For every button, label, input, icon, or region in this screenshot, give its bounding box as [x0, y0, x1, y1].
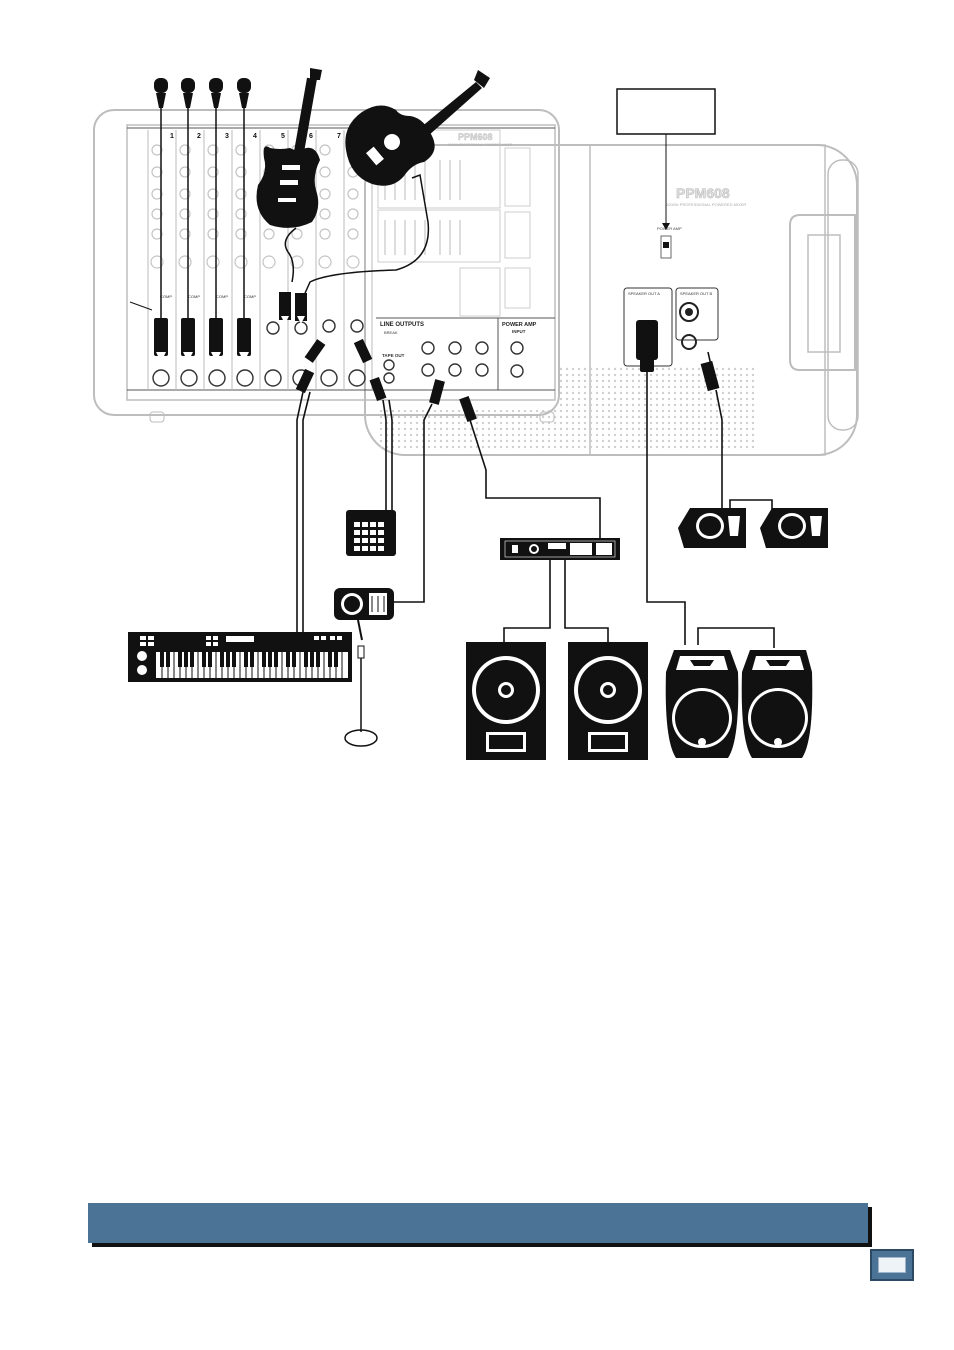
microphone-icon [181, 78, 195, 325]
rear-subtitle-label: 1000W PROFESSIONAL POWERED MIXER [666, 202, 746, 207]
floor-wedge-icon [760, 508, 828, 548]
powered-speaker-icon [666, 650, 739, 758]
channel-number-2: 2 [197, 133, 201, 140]
microphone-icon [154, 78, 168, 325]
channel-number-3: 3 [225, 133, 229, 140]
comp-label-1: COMP [160, 294, 172, 299]
comp-label-3: COMP [216, 294, 228, 299]
comp-label-2: COMP [188, 294, 200, 299]
channel-number-1: 1 [170, 133, 174, 140]
tape-out-label: TAPE OUT [382, 353, 405, 358]
rear-power-amp-panel: PPM608 1000W PROFESSIONAL POWERED MIXER … [365, 145, 858, 455]
speaker-out-b-label: SPEAKER OUT B [680, 291, 712, 296]
channel-number-7: 7 [337, 133, 341, 140]
comp-label-4: COMP [244, 294, 256, 299]
microphone-icon [237, 78, 251, 325]
break-label: BREAK [384, 330, 398, 335]
speaker-out-a-label: SPEAKER OUT A [628, 291, 660, 296]
microphone-icon [209, 78, 223, 325]
keyboard-icon [128, 632, 352, 682]
power-amp-section-label: POWER AMP [502, 322, 537, 328]
rear-model-label: PPM608 [676, 185, 730, 201]
electric-guitar-icon [257, 68, 323, 282]
drum-machine-icon [346, 510, 396, 556]
floor-wedge-icon [678, 508, 746, 548]
power-amp-input-label: INPUT [512, 329, 526, 334]
power-amp-mode-label: POWER AMP [657, 226, 682, 231]
page-number-box [870, 1249, 914, 1281]
front-model-label: PPM608 [458, 132, 493, 142]
mixer-front-panel: 1 2 3 4 5 6 7 COMP COMP COMP COMP PPM608… [94, 110, 559, 422]
channel-number-4: 4 [253, 133, 257, 140]
channel-number-6: 6 [309, 133, 313, 140]
subwoofer-icon [568, 642, 648, 760]
line-outputs-label: LINE OUTPUTS [380, 322, 424, 328]
powered-speaker-icon [742, 650, 813, 758]
connection-diagram: PPM608 1000W PROFESSIONAL POWERED MIXER … [0, 0, 954, 800]
channel-number-5: 5 [281, 133, 285, 140]
front-subtitle-label: 1000W PROFESSIONAL POWERED MIXER [448, 143, 513, 147]
section-footer-bar [88, 1203, 868, 1243]
callout-box [617, 89, 715, 134]
power-amplifier-icon [500, 538, 620, 560]
subwoofer-icon [466, 642, 546, 760]
